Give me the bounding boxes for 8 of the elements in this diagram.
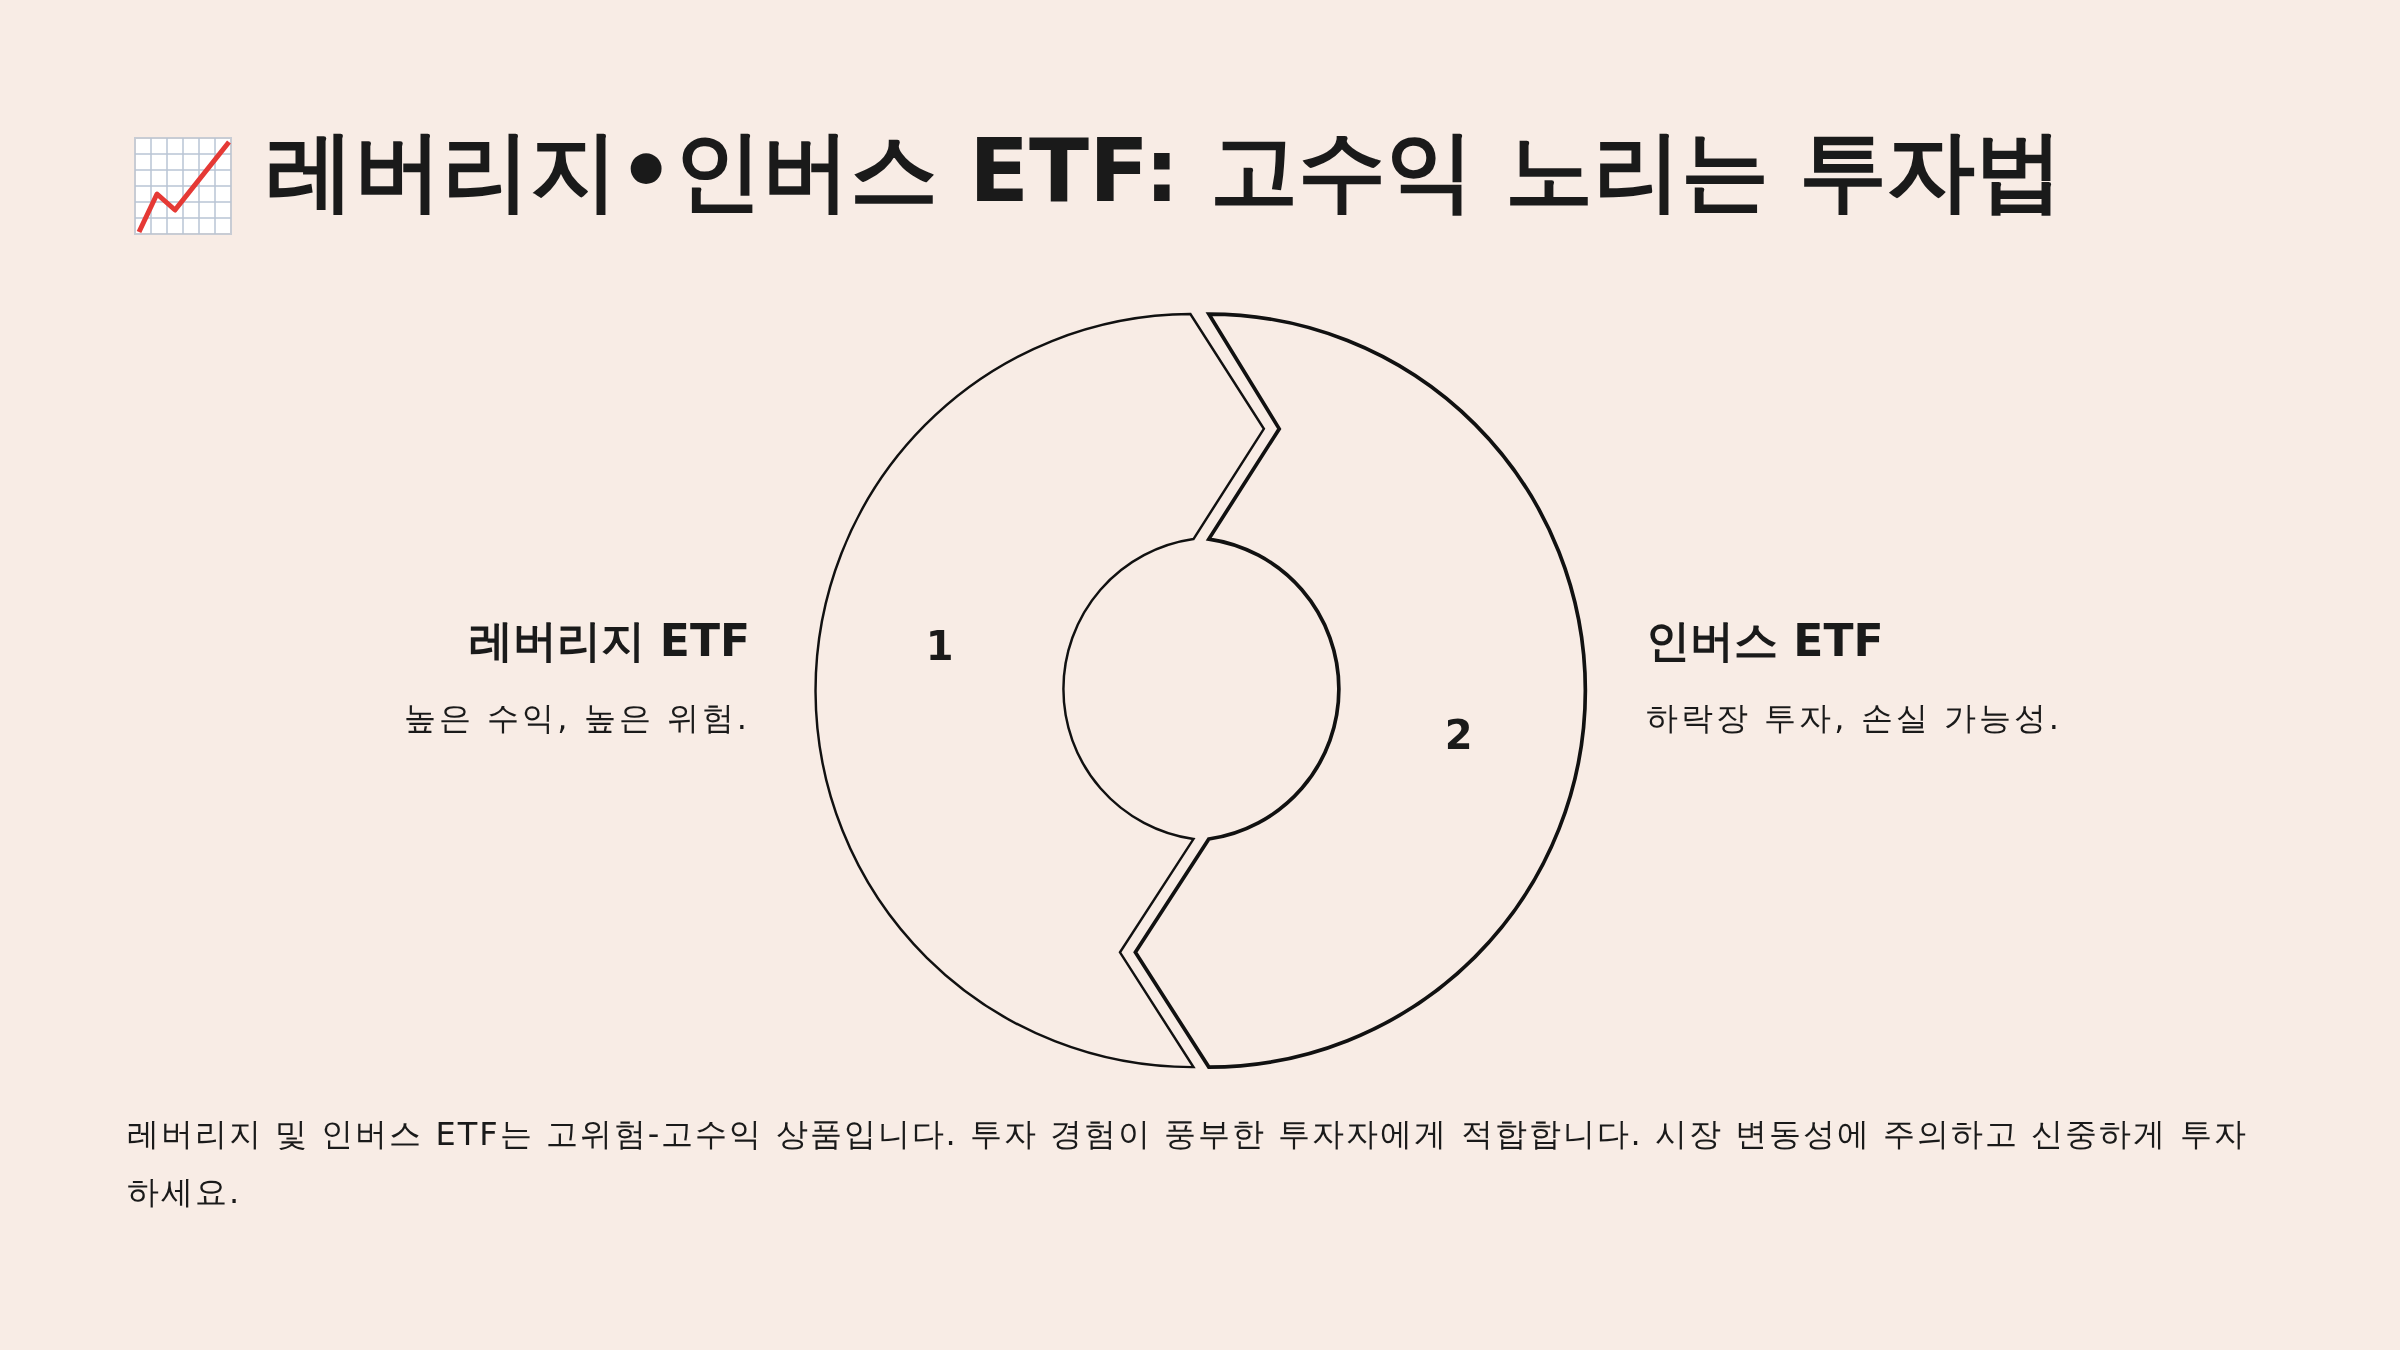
title: 레버리지•인버스 ETF: 고수익 노리는 투자법 (266, 118, 2064, 224)
segment-heading: 레버리지 ETF (468, 614, 750, 668)
caption: 레버리지 및 인버스 ETF는 고위험-고수익 상품입니다. 투자 경험이 풍부한 투자자에게 적합합니다. 시장 변동성에 주의하고 신중하게 투자하세요. (127, 1114, 2249, 1213)
segment-number: 1 (925, 622, 954, 669)
segment-description: 하락장 투자, 손실 가능성. (1646, 698, 2062, 739)
segment-number: 2 (1444, 711, 1473, 758)
segment-heading: 인버스 ETF (1646, 614, 1884, 668)
segment-description: 높은 수익, 높은 위험. (404, 698, 750, 739)
